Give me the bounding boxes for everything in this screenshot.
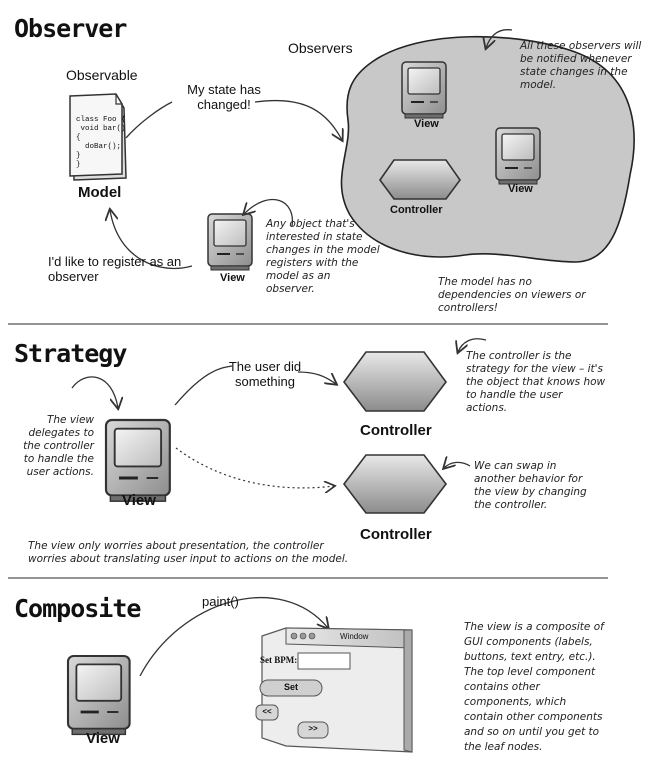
strategy-view-label: View: [122, 492, 156, 509]
strategy-title: Strategy: [14, 339, 127, 368]
all-observers-note: All these observers will be notified whe…: [520, 40, 642, 91]
swap-dotted-arrow: [175, 447, 334, 488]
window-widget: [255, 627, 413, 753]
observer-controller-hex: [379, 159, 461, 200]
swap-note: We can swap in another behavior for the …: [474, 460, 587, 511]
strategy-controller-hex-1: [343, 351, 447, 412]
user-did-arrow: [174, 365, 233, 406]
observer-view-label-2: View: [508, 183, 533, 195]
paint-arrow: [139, 596, 328, 677]
state-changed-text: My state has changed!: [187, 82, 261, 112]
observer-view-label-1: View: [414, 118, 439, 130]
delegates-note: The view delegates to the controller to …: [23, 414, 94, 478]
observer-view-label-3: View: [220, 272, 245, 284]
next-button[interactable]: >>: [308, 724, 318, 733]
window-title: Window: [340, 632, 369, 641]
register-text: I'd like to register as an observer: [48, 254, 182, 284]
model-code: class Foo { void bar() { doBar(); } }: [76, 116, 126, 169]
observable-label: Observable: [66, 67, 138, 83]
model-to-label-line: [125, 101, 173, 139]
all-observers-arrow: [486, 29, 513, 48]
strategy-controller-hex-2: [342, 454, 448, 514]
state-changed-arrow: [254, 99, 342, 140]
swap-note-arrow: [444, 462, 471, 468]
strategy-controller-label-2: Controller: [360, 526, 432, 543]
composite-view-icon: [66, 654, 132, 736]
prev-button[interactable]: <<: [262, 707, 272, 716]
bpm-text-field[interactable]: [298, 653, 350, 669]
strategy-note: The controller is the strategy for the v…: [466, 350, 606, 414]
user-did-text: The user did something: [228, 359, 302, 389]
any-object-note: Any object that's interested in state ch…: [266, 218, 380, 295]
model-label: Model: [78, 184, 122, 201]
observer-view-icon-2: [495, 127, 541, 185]
composite-title: Composite: [14, 594, 141, 623]
register-arrow: [110, 210, 193, 270]
user-did-arrow-2: [297, 371, 336, 384]
set-button[interactable]: Set: [283, 682, 298, 692]
observer-view-icon-3: [207, 213, 253, 271]
no-dependencies-note: The model has no dependencies on viewers…: [438, 276, 586, 314]
delegates-arrow: [71, 376, 118, 408]
composite-note: The view is a composite of GUI component…: [464, 621, 604, 753]
observers-label: Observers: [288, 40, 353, 56]
any-object-arrow: [244, 198, 293, 227]
presentation-note: The view only worries about presentation…: [28, 540, 349, 565]
observer-view-icon-1: [401, 61, 447, 119]
model-document: [69, 93, 127, 181]
strategy-view-icon: [104, 418, 172, 503]
set-bpm-label: Set BPM:: [260, 655, 298, 665]
composite-view-label: View: [86, 730, 120, 747]
observer-title: Observer: [14, 14, 127, 43]
strategy-controller-label-1: Controller: [360, 422, 432, 439]
observer-controller-label: Controller: [390, 204, 443, 216]
strategy-note-arrow: [458, 338, 487, 352]
paint-text: paint(): [202, 594, 239, 609]
